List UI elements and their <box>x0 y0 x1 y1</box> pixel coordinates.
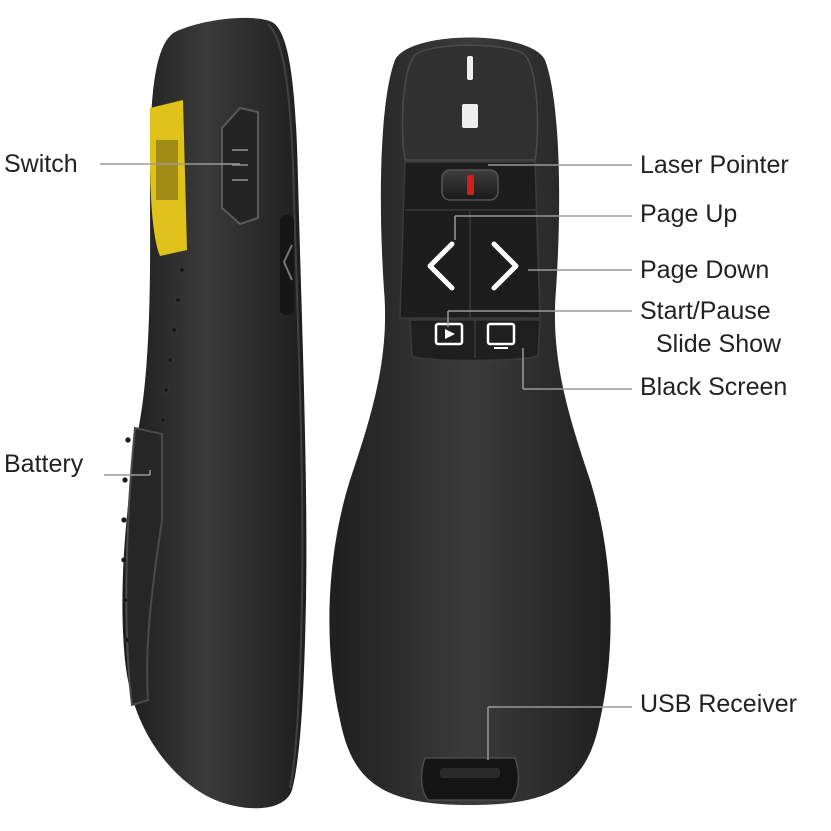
side-view-device <box>121 17 307 809</box>
leader-lines <box>100 163 632 760</box>
switch-label: Switch <box>4 150 78 178</box>
usb-receiver-label: USB Receiver <box>640 690 797 718</box>
status-light-icon <box>467 56 473 80</box>
power-switch <box>221 106 259 226</box>
usb-receiver-slot <box>420 757 520 801</box>
front-view-device <box>329 37 611 805</box>
chevron-left-icon <box>427 241 455 291</box>
battery-label: Battery <box>4 450 84 478</box>
slideshow-icon <box>434 322 464 346</box>
page-down-label: Page Down <box>640 256 770 284</box>
black-screen-label: Black Screen <box>640 373 788 401</box>
chevron-right-icon <box>491 241 519 291</box>
laser-pointer-button <box>441 169 499 201</box>
start-pause-label: Start/Pause <box>640 297 771 325</box>
page-up-label: Page Up <box>640 200 738 228</box>
battery-light-icon <box>462 104 478 128</box>
battery-sticker <box>150 100 187 256</box>
monitor-icon <box>486 322 516 349</box>
slide-show-label: Slide Show <box>656 330 782 358</box>
laser-pointer-label: Laser Pointer <box>640 151 789 179</box>
